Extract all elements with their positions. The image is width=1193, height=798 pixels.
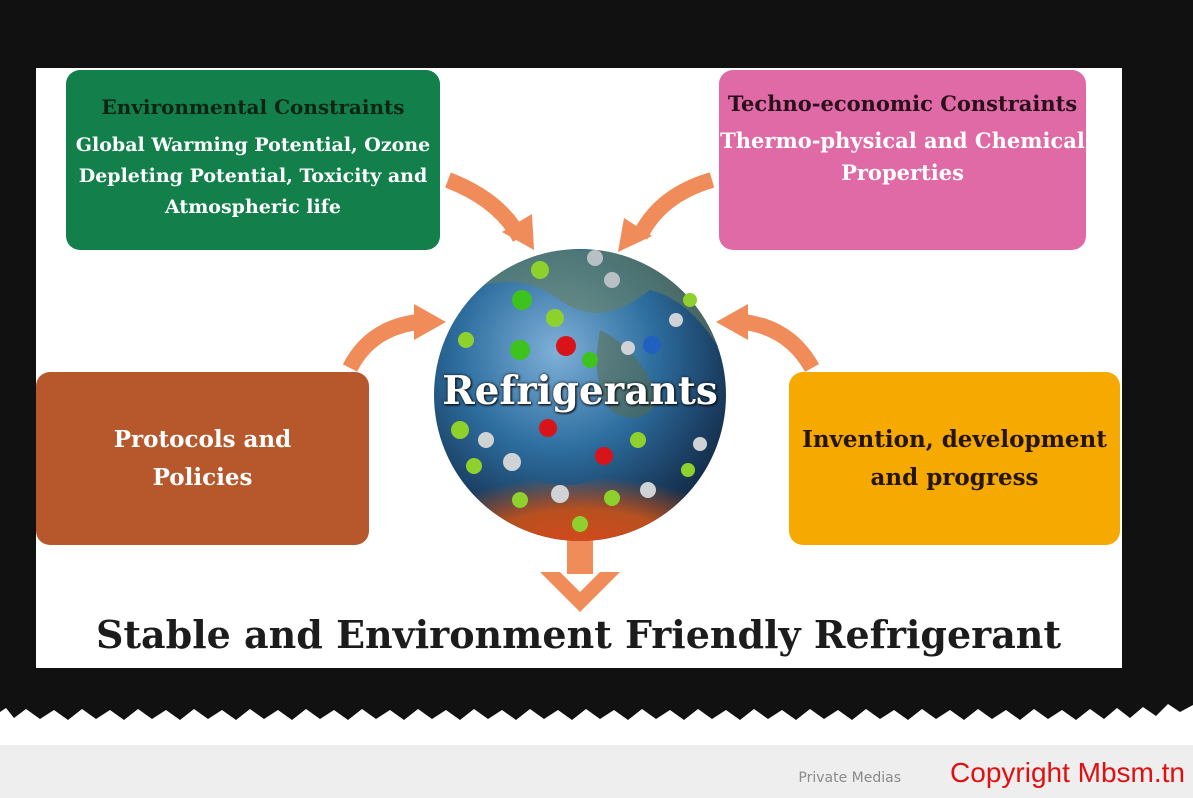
protocols-policies-box: Protocols and Policies — [36, 372, 369, 545]
arrow-tech-to-center — [618, 172, 715, 252]
copyright-label: Copyright Mbsm.tn — [950, 757, 1185, 788]
refrigerants-label: Refrigerants — [442, 368, 718, 414]
invention-development-title: Invention, development and progress — [802, 425, 1107, 491]
arrow-protocols-to-center — [342, 304, 446, 372]
invention-development-box: Invention, development and progress — [789, 372, 1120, 545]
techno-economic-constraints-details: Thermo-physical and Chemical Properties — [720, 128, 1085, 185]
environmental-constraints-box: Environmental Constraints Global Warming… — [66, 70, 440, 250]
arrow-center-to-result — [540, 540, 620, 612]
environmental-constraints-title: Environmental Constraints — [101, 95, 405, 119]
molecule-atoms — [451, 250, 707, 532]
result-title: Stable and Environment Friendly Refriger… — [96, 612, 1061, 657]
protocols-policies-title: Protocols and Policies — [113, 425, 292, 491]
techno-economic-constraints-box: Techno-economic Constraints Thermo-physi… — [719, 70, 1086, 250]
arrow-env-to-center — [445, 172, 534, 250]
private-medias-label: Private Medias — [798, 770, 901, 786]
arrow-invention-to-center — [716, 304, 820, 373]
footer-bar — [0, 745, 1193, 798]
environmental-constraints-details: Global Warming Potential, Ozone Depletin… — [75, 134, 431, 218]
techno-economic-constraints-title: Techno-economic Constraints — [727, 91, 1078, 116]
